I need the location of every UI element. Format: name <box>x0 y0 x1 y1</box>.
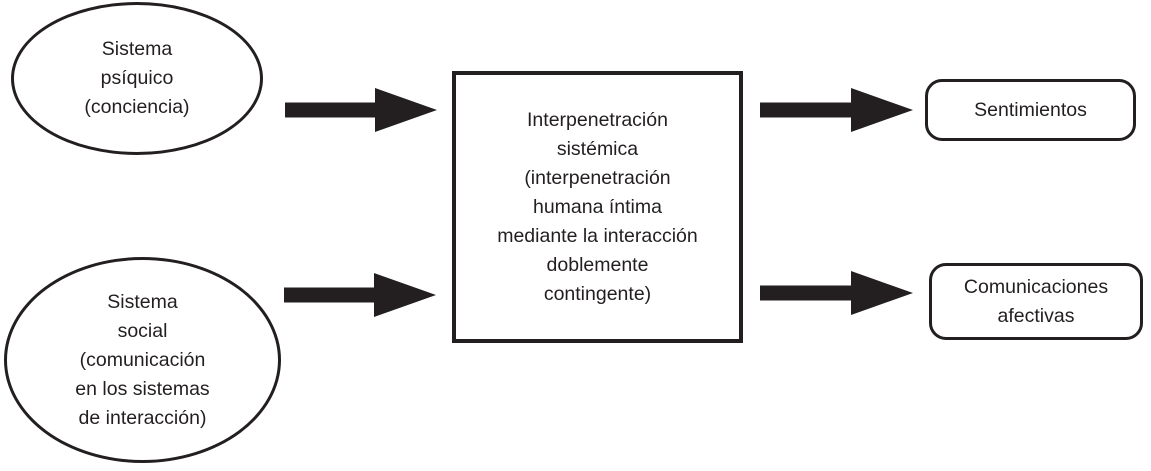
arrow-right-icon-social-to-center <box>284 273 436 317</box>
node-sistema-psiquico-label: Sistema psíquico (conciencia) <box>84 38 190 118</box>
node-sistema-psiquico: Sistema psíquico (conciencia) <box>11 2 263 155</box>
arrow-right-icon-center-to-sentiments <box>760 88 913 132</box>
node-sentimientos: Sentimientos <box>925 79 1136 141</box>
node-sentimientos-label: Sentimientos <box>974 98 1087 121</box>
node-comunicaciones-afectivas: Comunicaciones afectivas <box>929 263 1143 340</box>
node-interpenetracion-sistemica-label: Interpenetración sistémica (interpenetra… <box>497 108 698 305</box>
arrow-right-icon-psychic-to-center <box>285 88 437 132</box>
node-sistema-social-label: Sistema social (comunicación en los sist… <box>75 290 210 429</box>
node-sistema-social: Sistema social (comunicación en los sist… <box>4 257 281 463</box>
node-interpenetracion-sistemica: Interpenetración sistémica (interpenetra… <box>452 71 743 343</box>
arrow-right-icon-center-to-affective <box>760 271 913 315</box>
node-comunicaciones-afectivas-label: Comunicaciones afectivas <box>963 275 1109 327</box>
